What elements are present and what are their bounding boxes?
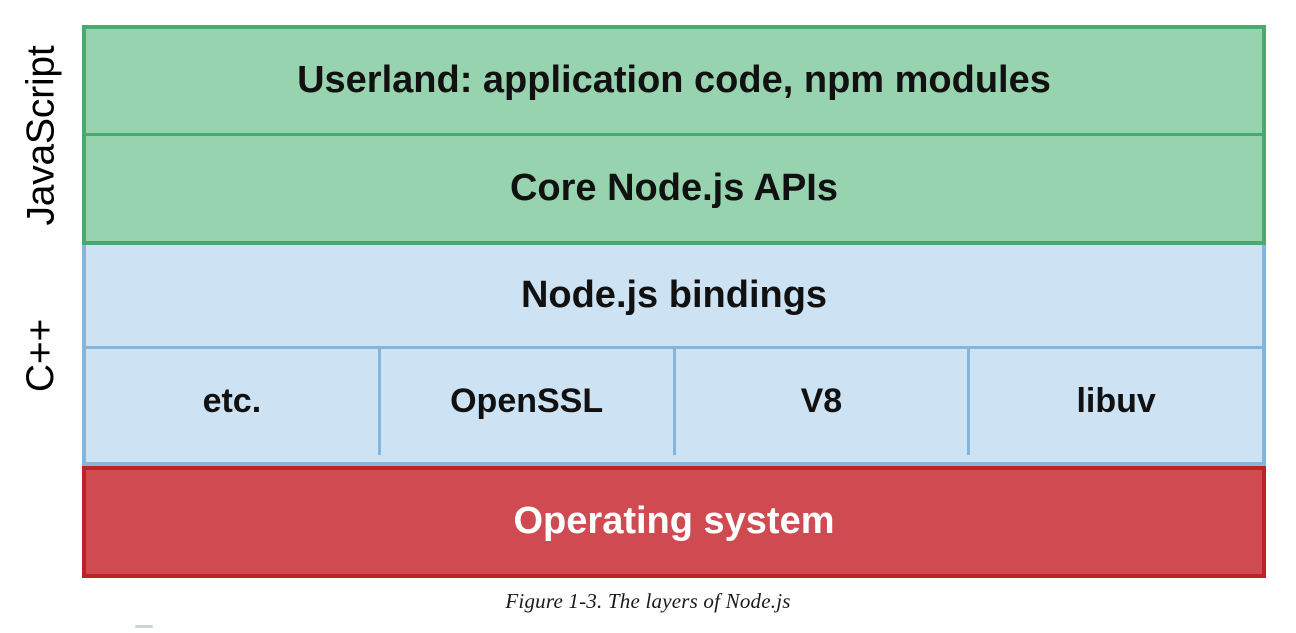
layer-group-javascript: Userland: application code, npm modules … bbox=[82, 25, 1266, 245]
layer-cell-core-apis: Core Node.js APIs bbox=[509, 166, 838, 209]
layer-cell-v8: V8 bbox=[676, 349, 971, 455]
layer-cell-etc: etc. bbox=[86, 349, 381, 455]
side-label-cpp-text: C++ bbox=[19, 318, 63, 393]
side-label-cpp: C++ bbox=[0, 245, 82, 466]
page-artifact bbox=[135, 625, 153, 628]
side-label-javascript: JavaScript bbox=[0, 25, 82, 245]
layer-cell-libuv: libuv bbox=[1076, 382, 1156, 421]
layer-row-operating-system: Operating system bbox=[86, 470, 1262, 574]
layer-group-cpp: Node.js bindings etc. OpenSSL V8 libuv bbox=[82, 245, 1266, 466]
layer-group-operating-system: Operating system bbox=[82, 466, 1266, 578]
side-label-javascript-text: JavaScript bbox=[19, 44, 63, 226]
layer-row-userland: Userland: application code, npm modules bbox=[86, 29, 1262, 136]
layer-cell-operating-system: Operating system bbox=[513, 500, 835, 543]
layer-row-cpp-components: etc. OpenSSL V8 libuv bbox=[86, 349, 1262, 455]
layer-row-core-apis: Core Node.js APIs bbox=[86, 136, 1262, 241]
figure-caption: Figure 1-3. The layers of Node.js bbox=[505, 589, 791, 613]
layer-row-node-bindings: Node.js bindings bbox=[86, 245, 1262, 349]
layer-cell-openssl: OpenSSL bbox=[381, 349, 676, 455]
layer-cell-node-bindings: Node.js bindings bbox=[520, 273, 828, 316]
layer-cell-userland: Userland: application code, npm modules bbox=[297, 59, 1051, 102]
